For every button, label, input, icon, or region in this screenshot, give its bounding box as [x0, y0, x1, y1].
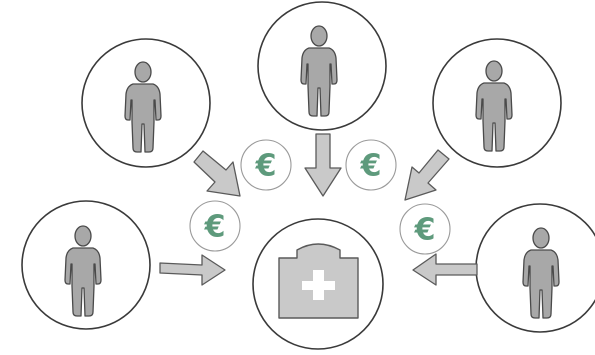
arrow-top-left: [193, 150, 241, 197]
hospital-circle: [252, 218, 384, 350]
euro-coin-icon: €: [204, 210, 226, 245]
person-circle-top-center: [257, 1, 387, 131]
person-circle-top-left: [81, 38, 211, 168]
person-circle-top-right: [432, 38, 562, 168]
euro-coin-icon: €: [255, 149, 277, 184]
arrow-left: [159, 254, 226, 286]
hospital-icon: [278, 243, 359, 319]
arrow-top-right: [404, 149, 450, 201]
euro-coin-right: €: [399, 203, 451, 255]
arrow-top-center: [304, 133, 342, 197]
person-circle-bottom-left: [21, 200, 151, 330]
euro-coin-top-left: €: [240, 139, 292, 191]
euro-coin-top-right: €: [345, 139, 397, 191]
arrow-right: [412, 253, 478, 286]
euro-coin-icon: €: [414, 213, 436, 248]
euro-coin-left: €: [189, 200, 241, 252]
euro-coin-icon: €: [360, 149, 382, 184]
person-circle-bottom-right: [475, 203, 595, 333]
